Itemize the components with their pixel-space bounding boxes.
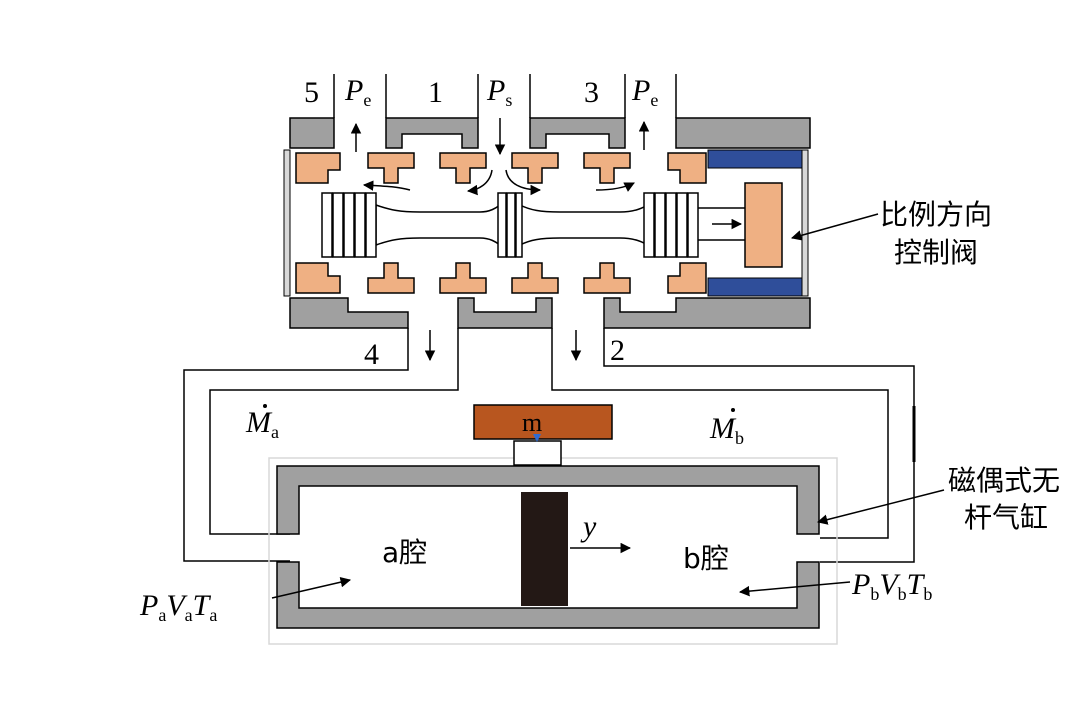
valve-housing-top-right [675,117,811,149]
port-5-label: 5 [304,76,319,109]
pressure-supply: Ps [486,74,512,110]
mass-label: m [522,408,542,437]
mass-carriage [513,440,562,466]
port-numbers: 5 1 3 4 2 [304,76,625,371]
pressure-labels: Pe Ps Pe [344,74,658,110]
chamber-b-label: b腔 [683,542,729,575]
leader-lines [271,213,945,599]
solenoid-band-bottom [707,277,803,297]
port-1-label: 1 [428,76,443,109]
piston [521,492,568,606]
state-b: PbVbTb [851,568,932,604]
mass-center-marker [533,434,541,442]
valve-housing-top-center-left [385,117,479,149]
mass-flow-a-dot [263,404,267,408]
chamber-labels: a腔 b腔 m y [382,408,729,575]
mass-flow-b-dot [731,408,735,412]
valve-housing-bottom-left [289,297,409,329]
valve-housing-top-center-right [529,117,626,149]
external-mass [473,404,613,440]
chamber-a-label: a腔 [382,536,427,569]
cylinder-label-line2: 杆气缸 [964,501,1048,534]
pressure-exhaust-left: Pe [344,74,371,110]
mass-flow-b: Mb [709,412,744,448]
valve-lands [295,152,707,294]
valve-body [283,117,811,329]
solenoid-band-top [707,149,803,169]
component-labels: 比例方向 控制阀 磁偶式无 杆气缸 [880,198,1060,534]
valve-housing-bottom-center [457,297,553,329]
cylinder-label-line1: 磁偶式无 [948,464,1060,497]
valve-flow-arrows [350,118,650,362]
state-a: PaVaTa [139,589,217,625]
state-labels: PaVaTa PbVbTb [139,568,932,625]
valve-spool [321,192,745,258]
valve-housing-bottom-right [603,297,811,329]
valve-end-cap-right [801,149,809,297]
port-2-label: 2 [610,334,625,367]
valve-label-line1: 比例方向 [880,198,992,231]
cylinder-wall [276,465,820,629]
pressure-exhaust-right: Pe [631,74,658,110]
valve-label-line2: 控制阀 [894,236,978,269]
port-4-label: 4 [364,338,379,371]
rodless-cylinder [268,404,838,645]
solenoid-armature [744,182,783,268]
valve-housing-top-left [289,117,335,149]
pipes [183,328,916,563]
port-3-label: 3 [584,76,599,109]
displacement-label: y [580,510,597,543]
mass-flow-a: Ma [245,406,279,442]
port-walls-top [333,74,677,118]
flow-labels: Ma Mb [245,404,744,448]
valve-end-cap-left [283,149,291,297]
